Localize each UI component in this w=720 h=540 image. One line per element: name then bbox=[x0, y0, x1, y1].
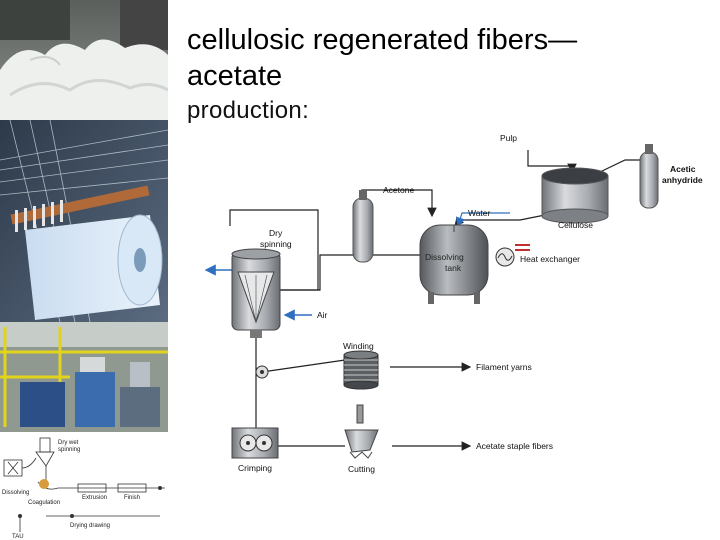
label-air: Air bbox=[317, 310, 328, 320]
cellulose-acetate-vat bbox=[541, 167, 609, 224]
label-acetone: Acetone bbox=[383, 185, 414, 195]
label-anhydride: anhydride bbox=[662, 175, 703, 185]
label-acetate-staple-fibers: Acetate staple fibers bbox=[476, 441, 553, 451]
label-spinning: spinning bbox=[260, 239, 292, 249]
label-coagulation: Coagulation bbox=[28, 500, 60, 506]
heat-exchanger bbox=[495, 247, 515, 267]
label-dry: Dry bbox=[269, 228, 283, 238]
label-dry-wet-spinning: spinning bbox=[58, 447, 80, 453]
slide-title-line2: acetate bbox=[187, 60, 283, 92]
label-tau: TAU bbox=[12, 534, 24, 540]
cutting-knife bbox=[344, 404, 379, 459]
label-dissolving: Dissolving bbox=[2, 490, 29, 496]
wet-spinning-sketch: Dry wet spinning Dissolving Coagulation … bbox=[0, 432, 168, 540]
slide-subtitle: production: bbox=[187, 97, 310, 124]
label-pulp: Pulp bbox=[500, 133, 517, 143]
dissolving-tank bbox=[419, 224, 489, 304]
label-winding: Winding bbox=[343, 341, 374, 351]
label-acetic: Acetic bbox=[670, 164, 696, 174]
acetone-cylinder bbox=[352, 190, 374, 263]
label-dry-wet: Dry wet bbox=[58, 440, 79, 446]
water-pipe bbox=[455, 212, 510, 228]
slide-title: cellulosic regenerated fibers— acetate bbox=[187, 22, 577, 94]
dope-pipe bbox=[280, 254, 420, 291]
winding-spool bbox=[343, 350, 379, 390]
label-drying-drawing: Drying drawing bbox=[70, 523, 110, 529]
label-water: Water bbox=[468, 208, 491, 218]
slide-title-line1: cellulosic regenerated fibers— bbox=[187, 24, 578, 56]
photo-filament-spool bbox=[0, 120, 168, 322]
heat-exchanger-pipes bbox=[515, 244, 530, 251]
label-dissolving-tank: Dissolving bbox=[425, 252, 464, 262]
label-crimping: Crimping bbox=[238, 463, 272, 473]
label-finish: Finish bbox=[124, 495, 140, 501]
photo-cellulose-pulp bbox=[0, 0, 168, 120]
label-cutting: Cutting bbox=[348, 464, 375, 474]
dry-spinning-tower bbox=[231, 248, 281, 338]
label-tank: tank bbox=[445, 263, 462, 273]
photo-production-plant bbox=[0, 322, 168, 432]
acetate-process-diagram: Pulp Acetic anhydride Acetone Water Cell… bbox=[204, 133, 703, 474]
label-extrusion: Extrusion bbox=[82, 495, 107, 501]
label-cellulose: Cellulose bbox=[558, 220, 593, 230]
label-heat-exchanger: Heat exchanger bbox=[520, 254, 580, 264]
crimping-unit bbox=[231, 427, 279, 459]
label-filament-yarns: Filament yarns bbox=[476, 362, 532, 372]
acetic-anhydride-cylinder bbox=[639, 144, 659, 209]
